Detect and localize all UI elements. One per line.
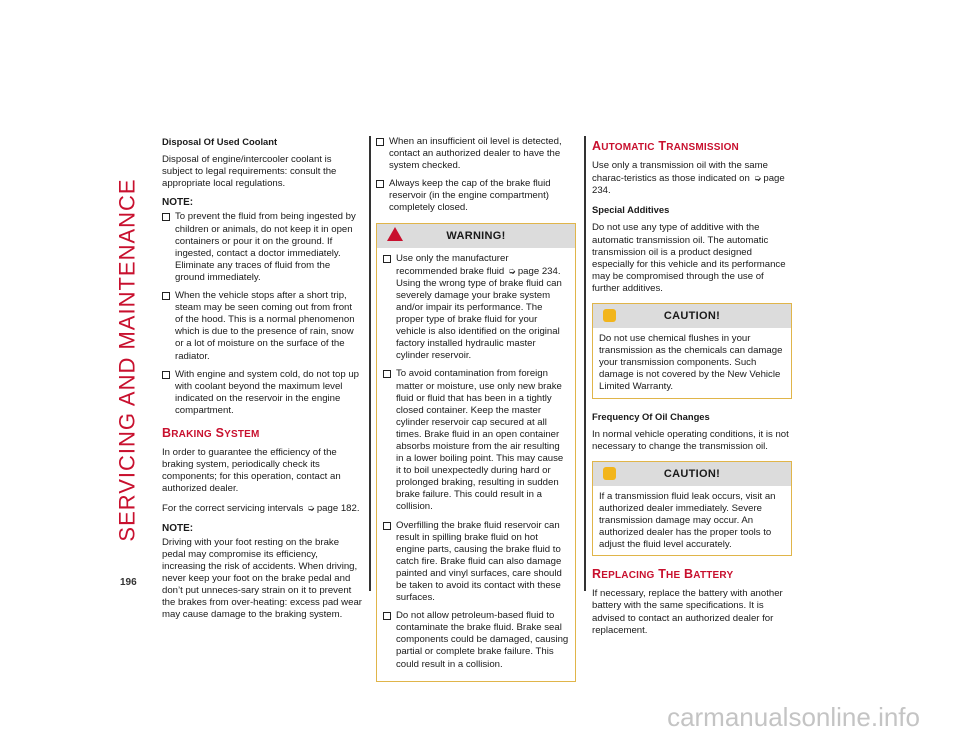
checkbox-bullet-icon [383, 521, 391, 530]
section-side-title: SERVICING AND MAINTENANCE [108, 150, 148, 570]
checkbox-bullet-icon [383, 612, 391, 621]
column-2: When an insufficient oil level is detect… [376, 136, 576, 694]
list-item: With engine and system cold, do not top … [162, 369, 362, 417]
caution-box: CAUTION! Do not use chemical flushes in … [592, 303, 792, 399]
paragraph: Driving with your foot resting on the br… [162, 536, 362, 621]
caution-box: CAUTION! If a transmission fluid leak oc… [592, 460, 792, 557]
list-item: Do not allow petroleum-based fluid to co… [383, 610, 569, 670]
caution-text: Do not use chemical flushes in your tran… [599, 333, 783, 393]
list-item: When an insufficient oil level is detect… [376, 136, 576, 172]
column-1: Disposal Of Used Coolant Disposal of eng… [162, 136, 362, 628]
subheading: Frequency Of Oil Changes [592, 410, 710, 422]
column-divider [369, 136, 371, 591]
paragraph: In normal vehicle operating conditions, … [592, 428, 789, 452]
caution-icon [603, 466, 616, 480]
column-divider [584, 136, 586, 591]
list-item: Always keep the cap of the brake fluid r… [376, 178, 576, 214]
list-item: Overfilling the brake fluid reservoir ca… [383, 520, 569, 605]
arrow-ref-icon: ➭ [508, 265, 516, 276]
paragraph: Do not use any type of additive with the… [592, 222, 786, 294]
caution-text: If a transmission fluid leak occurs, vis… [599, 490, 776, 551]
checkbox-bullet-icon [162, 292, 170, 301]
paragraph: In order to guarantee the efficiency of … [162, 447, 341, 495]
checkbox-bullet-icon [383, 370, 391, 379]
caution-header: CAUTION! [593, 304, 791, 329]
caution-icon [603, 309, 616, 323]
section-title-text: SERVICING AND MAINTENANCE [115, 178, 140, 542]
checkbox-bullet-icon [383, 254, 391, 263]
checkbox-bullet-icon [376, 138, 384, 146]
subheading: Special Additives [592, 204, 670, 216]
section-heading-battery: REPLACING THE BATTERY [592, 567, 734, 582]
caution-header: CAUTION! [593, 461, 791, 486]
list-item: To prevent the fluid from being ingested… [162, 211, 362, 284]
list-item: Use only the manufacturer recommended br… [383, 253, 569, 363]
warning-title: WARNING! [446, 229, 506, 242]
watermark: carmanualsonline.info [667, 702, 920, 732]
section-heading-braking: BRAKING SYSTEM [162, 425, 260, 440]
page-number: 196 [120, 577, 137, 588]
note-label: NOTE: [162, 197, 194, 209]
section-heading-transmission: AUTOMATIC TRANSMISSION [592, 139, 739, 153]
page-reference-link[interactable]: page 182. [316, 503, 360, 515]
note-label: NOTE: [162, 522, 194, 534]
paragraph-with-ref: For the correct servicing intervals➭page… [162, 503, 360, 515]
page-reference-link[interactable]: page 234. [592, 173, 785, 197]
list-item: When the vehicle stops after a short tri… [162, 290, 362, 363]
checkbox-bullet-icon [162, 370, 170, 379]
checkbox-bullet-icon [162, 213, 170, 222]
paragraph: If necessary, replace the battery with a… [592, 588, 783, 636]
warning-triangle-icon [387, 226, 403, 241]
checkbox-bullet-icon [376, 180, 384, 189]
warning-box: WARNING! Use only the manufacturer recom… [376, 222, 576, 682]
column-3: AUTOMATIC TRANSMISSION Use only a transm… [592, 136, 792, 644]
warning-header: WARNING! [377, 223, 575, 248]
arrow-ref-icon: ➭ [307, 503, 315, 514]
paragraph-with-ref: Use only a transmission oil with the sam… [592, 160, 785, 197]
paragraph: Disposal of engine/intercooler coolant i… [162, 154, 337, 190]
subheading: Disposal Of Used Coolant [162, 136, 278, 147]
arrow-ref-icon: ➭ [753, 173, 762, 184]
list-item: To avoid contamination from foreign matt… [383, 368, 569, 513]
